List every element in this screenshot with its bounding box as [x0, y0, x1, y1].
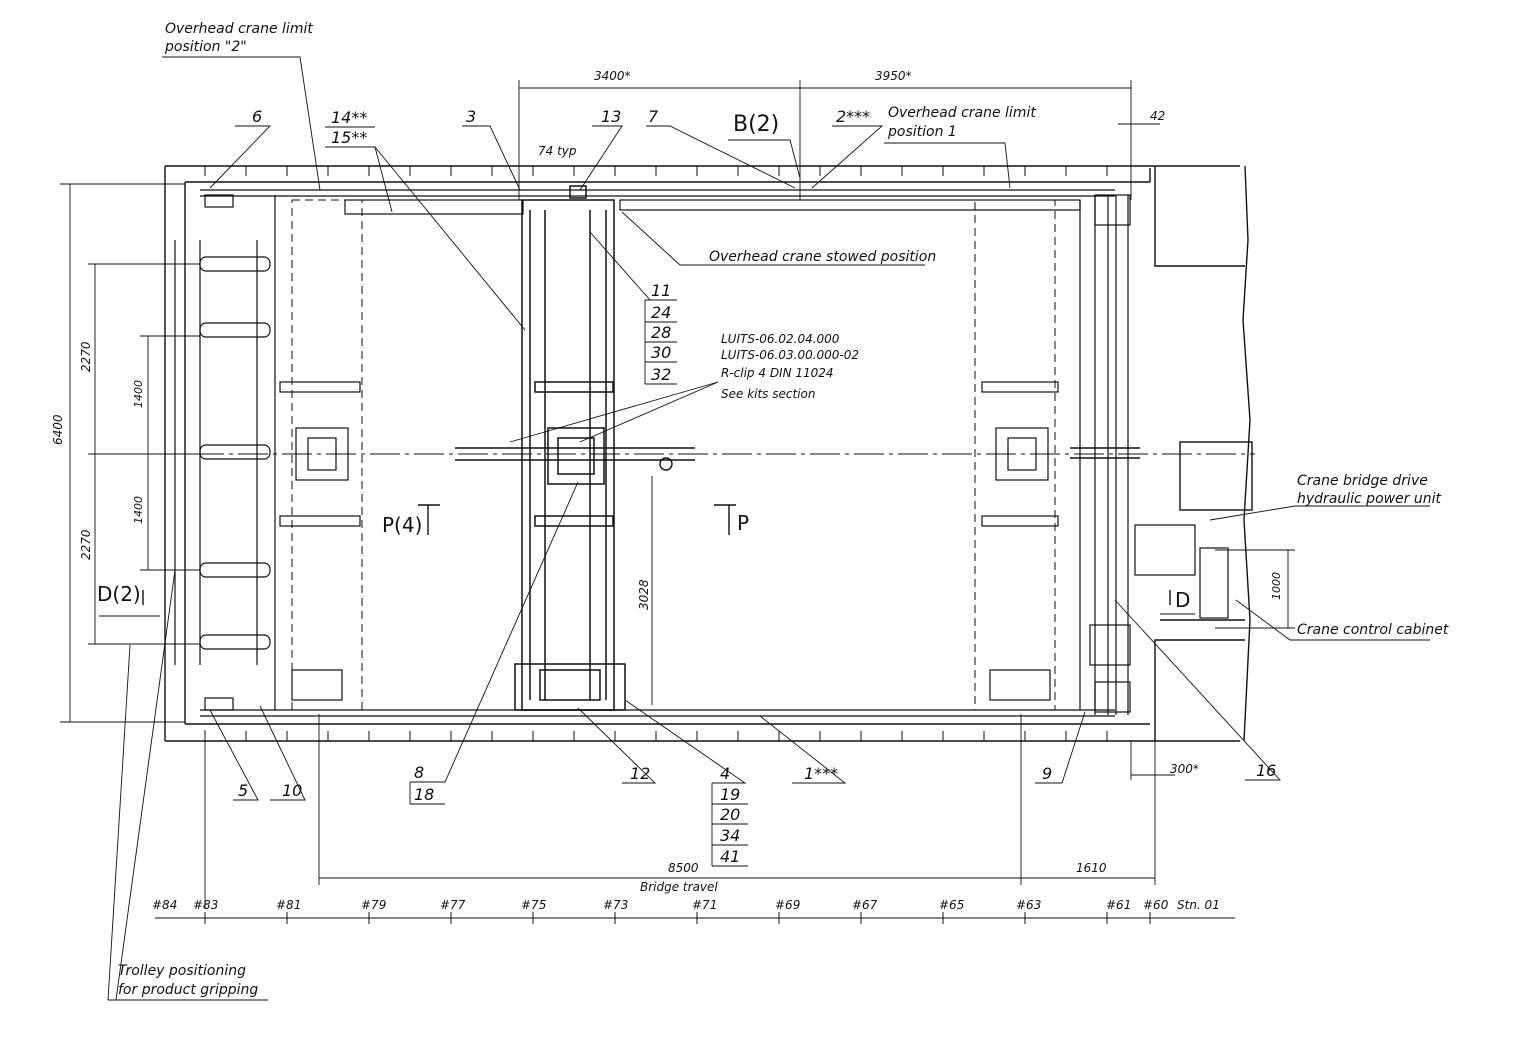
pos-34: 34: [720, 826, 740, 845]
pos-28: 28: [651, 323, 671, 342]
pos-6: 6: [252, 107, 262, 126]
stn-69: #69: [775, 898, 800, 912]
pos-10: 10: [282, 781, 302, 800]
dim-2270-bottom: 2270: [79, 529, 93, 560]
left-product-rack: [174, 194, 276, 711]
dimension-lines: [60, 80, 1295, 908]
pos-32: 32: [651, 365, 671, 384]
pos-2: 2***: [836, 107, 870, 126]
leader-lines: [107, 56, 1430, 1001]
pos-41: 41: [720, 847, 740, 866]
frame-ticks: [204, 166, 1108, 741]
stn-63: #63: [1016, 898, 1041, 912]
stn-79: #79: [361, 898, 386, 912]
stn-75: #75: [521, 898, 546, 912]
dim-300: 300*: [1170, 762, 1199, 776]
pos-7: 7: [648, 107, 659, 126]
pos-16: 16: [1256, 761, 1276, 780]
dim-1000: 1000: [1270, 572, 1283, 600]
pos-30: 30: [651, 343, 671, 362]
right-bridge-parts: [981, 194, 1229, 715]
dim-8500: 8500: [668, 861, 699, 875]
stn-65: #65: [939, 898, 964, 912]
pos-18: 18: [414, 785, 434, 804]
dim-1610: 1610: [1076, 861, 1107, 875]
dim-1400-top: 1400: [132, 380, 145, 408]
pos-8: 8: [414, 763, 424, 782]
view-p4: P(4): [382, 513, 422, 537]
trolley-beam: [455, 447, 1140, 471]
stn-83: #83: [193, 898, 218, 912]
callout-hpu-line2: hydraulic power unit: [1297, 491, 1442, 507]
stn-61: #61: [1106, 898, 1131, 912]
pos-9: 9: [1042, 764, 1052, 783]
pos-14: 14**: [331, 108, 367, 127]
stn-84: #84: [152, 898, 177, 912]
callout-limit-2-line2: position "2": [164, 39, 247, 55]
dim-3400: 3400*: [594, 69, 631, 83]
callout-cabinet: Crane control cabinet: [1297, 622, 1449, 638]
dim-1400-bottom: 1400: [132, 496, 145, 524]
pos-20: 20: [720, 805, 740, 824]
view-d: D: [1175, 588, 1190, 612]
view-p: P: [737, 511, 749, 535]
callout-limit-2-line1: Overhead crane limit: [165, 21, 313, 37]
callout-kit-1: LUITS-06.02.04.000: [721, 332, 840, 346]
stn-67: #67: [852, 898, 878, 912]
pos-19: 19: [720, 785, 740, 804]
callout-shelves: [99, 126, 1195, 867]
callout-hpu-line1: Crane bridge drive: [1297, 473, 1428, 489]
stn-60: #60: [1143, 898, 1169, 912]
view-d2: D(2): [97, 582, 141, 606]
left-bridge-limit: [291, 199, 363, 711]
stn-71: #71: [692, 898, 717, 912]
station-axis: [155, 912, 1235, 924]
stn-77: #77: [440, 898, 466, 912]
stn-81: #81: [276, 898, 301, 912]
dim-42: 42: [1150, 109, 1165, 123]
crane-rails: [200, 189, 1115, 717]
pos-13: 13: [601, 107, 621, 126]
callout-limit-1-line2: position 1: [887, 124, 957, 140]
callout-kit-3: R-clip 4 DIN 11024: [721, 366, 834, 380]
callout-kit-2: LUITS-06.03.00.000-02: [721, 348, 859, 362]
callout-74-typ: 74 typ: [538, 144, 577, 158]
callout-trolley-line1: Trolley positioning: [118, 963, 246, 979]
pos-11: 11: [651, 281, 671, 300]
stn-73: #73: [603, 898, 628, 912]
view-arrows: [142, 504, 1171, 605]
center-bridge: [514, 185, 626, 711]
pos-1: 1***: [804, 764, 838, 783]
pos-3: 3: [466, 107, 476, 126]
view-b2: B(2): [733, 112, 779, 137]
callout-trolley-line2: for product gripping: [118, 982, 258, 998]
callout-stowed: Overhead crane stowed position: [709, 249, 936, 265]
callout-limit-1-line1: Overhead crane limit: [888, 105, 1036, 121]
dim-2270-top: 2270: [79, 341, 93, 372]
pos-15: 15**: [331, 128, 367, 147]
pos-24: 24: [651, 303, 671, 322]
pos-5: 5: [238, 781, 248, 800]
pos-12: 12: [630, 764, 650, 783]
callout-bridge-travel: Bridge travel: [640, 880, 718, 894]
dim-3950: 3950*: [875, 69, 912, 83]
right-bridge-limit: [974, 199, 1056, 711]
callout-kit-4: See kits section: [721, 387, 815, 401]
pos-4: 4: [720, 764, 730, 783]
dim-6400: 6400: [51, 414, 65, 445]
dim-3028: 3028: [637, 579, 651, 610]
stn-01: Stn. 01: [1177, 898, 1220, 912]
hull-outline: [164, 165, 1253, 742]
